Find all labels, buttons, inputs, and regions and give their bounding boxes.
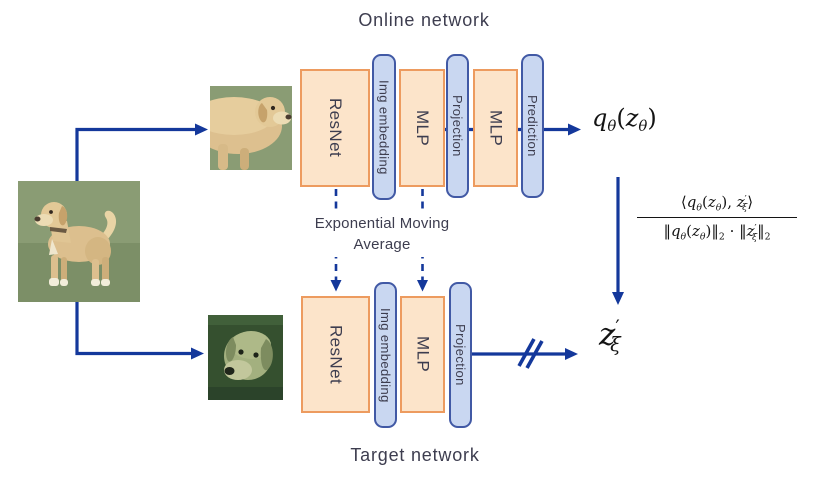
ema-label-line1: Exponential Moving xyxy=(314,215,450,232)
stop-gradient-slashes xyxy=(517,338,544,369)
target-mlp-block: MLP xyxy=(400,296,445,413)
dog-photo-graphic xyxy=(18,181,140,302)
target-projection-label: Projection xyxy=(453,324,468,386)
target-resnet-block: ResNet xyxy=(301,296,370,413)
online-mlp2-label: MLP xyxy=(486,109,506,147)
online-output-formula: qθ(zθ) xyxy=(592,104,657,136)
online-mlp2-block: MLP xyxy=(473,69,518,187)
input-to-view2-arrow xyxy=(75,302,204,360)
loss-numerator: ⟨qθ(zθ), z′ξ⟩ xyxy=(637,193,797,219)
augmented-crop-graphic xyxy=(210,86,292,170)
online-prediction-block: Prediction xyxy=(521,54,544,198)
online-resnet-label: ResNet xyxy=(326,98,345,158)
target-resnet-label: ResNet xyxy=(326,324,346,385)
online-resnet-block: ResNet xyxy=(300,69,370,187)
ema-label: Exponential Moving Average xyxy=(300,211,464,257)
input-to-view1-arrow xyxy=(75,123,208,181)
loss-fraction-formula: ⟨qθ(zθ), z′ξ⟩ ‖qθ(zθ)‖2 · ‖z′ξ‖2 xyxy=(637,193,797,243)
target-img-embedding-block: Img embedding xyxy=(374,282,397,428)
ema-label-line2: Average xyxy=(353,236,411,253)
online-network-title: Online network xyxy=(358,10,490,30)
online-projection-label: Projection xyxy=(450,95,465,157)
online-img-embedding-block: Img embedding xyxy=(372,54,396,200)
online-mlp1-label: MLP xyxy=(413,109,432,147)
loss-denominator: ‖qθ(zθ)‖2 · ‖z′ξ‖2 xyxy=(663,222,771,243)
augmented-view-1 xyxy=(210,86,292,170)
online-img-embedding-label: Img embedding xyxy=(376,79,392,175)
online-projection-block: Projection xyxy=(446,54,469,198)
target-img-embedding-label: Img embedding xyxy=(378,307,393,403)
input-image xyxy=(18,181,140,302)
target-projection-block: Projection xyxy=(449,282,472,428)
augmented-view-2 xyxy=(208,315,283,400)
target-output-formula: z′ξ xyxy=(599,316,621,357)
online-mlp1-block: MLP xyxy=(399,69,445,187)
target-mlp-label: MLP xyxy=(413,336,433,373)
augmented-jitter-graphic xyxy=(208,315,283,400)
target-network-title: Target network xyxy=(350,445,480,465)
online-prediction-label: Prediction xyxy=(525,95,540,157)
